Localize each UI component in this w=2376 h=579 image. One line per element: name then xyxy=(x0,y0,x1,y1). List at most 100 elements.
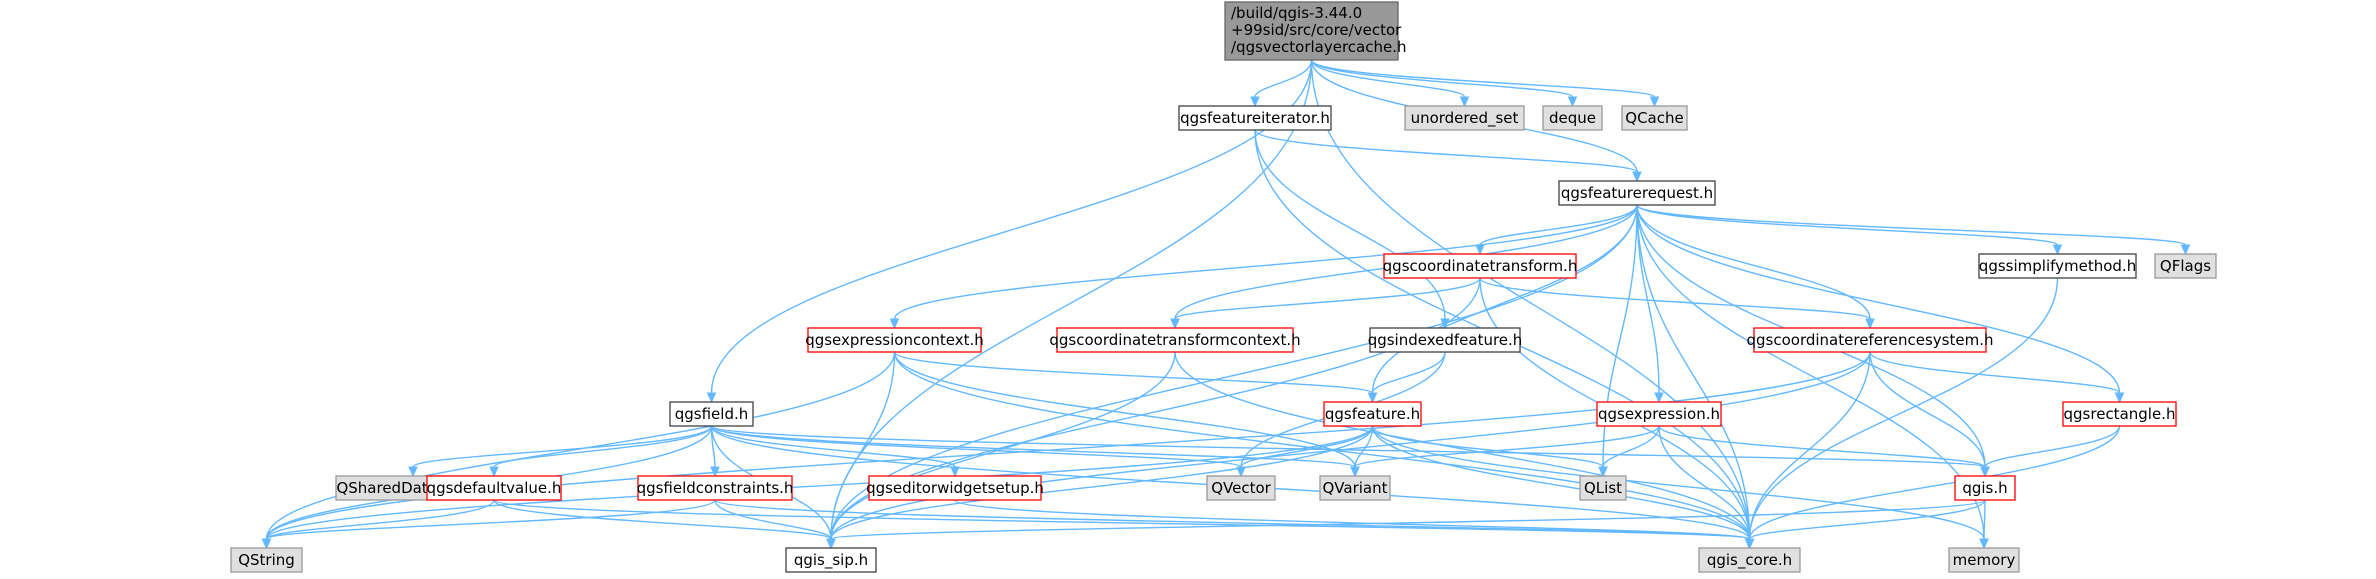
edge-line xyxy=(830,277,1481,540)
edge-arrowhead xyxy=(489,466,499,478)
node-box xyxy=(1383,253,1577,279)
node-box xyxy=(1319,475,1391,501)
edge-line xyxy=(1371,425,1985,540)
node-qgsdefaultvalue[interactable]: qgsdefaultvalue.h xyxy=(426,475,562,501)
node-qvariant[interactable]: QVariant xyxy=(1319,475,1391,501)
edge-line xyxy=(1310,59,1656,98)
edge-line xyxy=(265,499,716,540)
edge-line xyxy=(493,499,832,540)
node-box xyxy=(1206,475,1276,501)
node-qgis[interactable]: qgis.h xyxy=(1954,475,2016,501)
node-box xyxy=(1698,547,1801,573)
node-qgseditorwidgetsetup[interactable]: qgseditorwidgetsetup.h xyxy=(866,475,1044,501)
edge-line xyxy=(1354,425,1374,468)
node-box xyxy=(1056,327,1294,353)
edge-arrowhead xyxy=(1598,466,1608,478)
edge-arrowhead xyxy=(710,466,720,478)
node-memory[interactable]: memory xyxy=(1948,547,2020,573)
edge-arrowhead xyxy=(2052,244,2063,256)
node-root[interactable]: /build/qgis-3.44.0+99sid/src/core/vector… xyxy=(1224,1,1407,61)
node-box xyxy=(637,475,793,501)
node-qgscoordinatereferencesystem[interactable]: qgscoordinatereferencesystem.h xyxy=(1747,327,1994,353)
edge-line xyxy=(1371,351,1446,394)
edge-qgsfeatureiterator-to-qgsfeaturerequest xyxy=(1254,129,1642,183)
edge-arrowhead xyxy=(1475,244,1485,256)
edge-qgsfeaturerequest-to-memory xyxy=(1636,204,1989,550)
edge-line xyxy=(1748,499,1986,540)
node-qgis-core[interactable]: qgis_core.h xyxy=(1698,547,1801,573)
edge-qgsfeatureiterator-to-qgsindexedfeature xyxy=(1254,129,1450,330)
node-qgsfeaturerequest[interactable]: qgsfeaturerequest.h xyxy=(1558,180,1716,206)
edge-line xyxy=(714,499,832,540)
node-label: qgscoordinatetransformcontext.h xyxy=(1049,331,1300,349)
node-label: QList xyxy=(1584,479,1622,497)
node-qgsfeature[interactable]: qgsfeature.h xyxy=(1323,401,1422,427)
edge-qgis-to-qgis-sip xyxy=(826,499,1986,550)
edge-line xyxy=(714,499,1751,540)
node-qgsexpression[interactable]: qgsexpression.h xyxy=(1596,401,1722,427)
node-qgscoordinatetransformcontext[interactable]: qgscoordinatetransformcontext.h xyxy=(1049,327,1301,353)
edge-line xyxy=(1240,425,1374,468)
node-label: qgseditorwidgetsetup.h xyxy=(866,479,1044,497)
node-label: qgsfeaturerequest.h xyxy=(1561,184,1713,202)
root-label-line: /build/qgis-3.44.0 xyxy=(1231,4,1362,22)
node-qgis-sip[interactable]: qgis_sip.h xyxy=(785,547,877,573)
node-box xyxy=(1224,1,1399,61)
node-qgsindexedfeature[interactable]: qgsindexedfeature.h xyxy=(1368,327,1523,353)
node-box xyxy=(1753,327,1987,353)
root-label-line: +99sid/src/core/vector xyxy=(1231,21,1402,39)
edge-arrowhead xyxy=(1980,466,1990,478)
edge-line xyxy=(1748,425,2121,540)
node-qvector[interactable]: QVector xyxy=(1206,475,1276,501)
edge-line xyxy=(265,499,495,540)
edge-line xyxy=(893,351,1374,394)
edge-line xyxy=(493,425,713,468)
node-qgsfieldconstraints[interactable]: qgsfieldconstraints.h xyxy=(637,475,794,501)
node-qcache[interactable]: QCache xyxy=(1621,105,1688,131)
edge-qgsfeaturerequest-to-qgssimplifymethod xyxy=(1636,204,2063,256)
node-label: qgscoordinatereferencesystem.h xyxy=(1747,331,1994,349)
node-qgsfeatureiterator[interactable]: qgsfeatureiterator.h xyxy=(1178,105,1332,131)
node-box xyxy=(1542,105,1603,131)
edge-qgssimplifymethod-to-qgis-core xyxy=(1744,277,2059,550)
edge-line xyxy=(1983,499,1986,540)
node-label: qgscoordinatetransform.h xyxy=(1383,257,1578,275)
node-box xyxy=(1404,105,1525,131)
edge-arrowhead xyxy=(826,538,836,550)
node-qgsfield[interactable]: qgsfield.h xyxy=(669,401,754,427)
edge-arrowhead xyxy=(1350,466,1360,478)
edge-line xyxy=(1658,425,1986,468)
node-deque[interactable]: deque xyxy=(1542,105,1603,131)
node-label: qgsfield.h xyxy=(675,405,749,423)
node-box xyxy=(1558,180,1716,206)
edge-line xyxy=(710,425,1986,468)
node-qgsexpressioncontext[interactable]: qgsexpressioncontext.h xyxy=(805,327,984,353)
edge-line xyxy=(1869,351,1986,468)
node-box xyxy=(785,547,877,573)
edge-qgscoordinatetransform-to-qgscoordinatereferencesystem xyxy=(1479,277,1875,330)
edge-qgsfield-to-qshareddatapointer xyxy=(408,425,713,478)
edge-arrowhead xyxy=(1367,392,1378,404)
edge-line xyxy=(1371,425,1604,468)
edge-qgscoordinatetransform-to-qgscoordinatetransformcontext xyxy=(1170,277,1481,330)
node-box xyxy=(1323,401,1422,427)
edge-line xyxy=(1254,59,1313,98)
edge-arrowhead xyxy=(1459,96,1470,108)
edge-qgsfeaturerequest-to-qgscoordinatetransform xyxy=(1475,204,1638,256)
edge-line xyxy=(893,204,1638,320)
node-qgsrectangle[interactable]: qgsrectangle.h xyxy=(2062,401,2177,427)
node-box xyxy=(1178,105,1332,131)
node-unordered-set[interactable]: unordered_set xyxy=(1404,105,1525,131)
node-qgscoordinatetransform[interactable]: qgscoordinatetransform.h xyxy=(1383,253,1578,279)
edge-arrowhead xyxy=(889,318,900,330)
node-qlist[interactable]: QList xyxy=(1579,475,1627,501)
edge-line xyxy=(1636,204,2187,246)
edge-arrowhead xyxy=(1744,538,1755,550)
node-label: qgsdefaultvalue.h xyxy=(427,479,562,497)
edge-line xyxy=(1636,204,1985,540)
node-qflags[interactable]: QFlags xyxy=(2154,253,2217,279)
node-qgssimplifymethod[interactable]: qgssimplifymethod.h xyxy=(1978,253,2137,279)
node-label: QFlags xyxy=(2160,257,2211,275)
edge-arrowhead xyxy=(2114,392,2125,404)
node-qstring[interactable]: QString xyxy=(230,547,303,573)
